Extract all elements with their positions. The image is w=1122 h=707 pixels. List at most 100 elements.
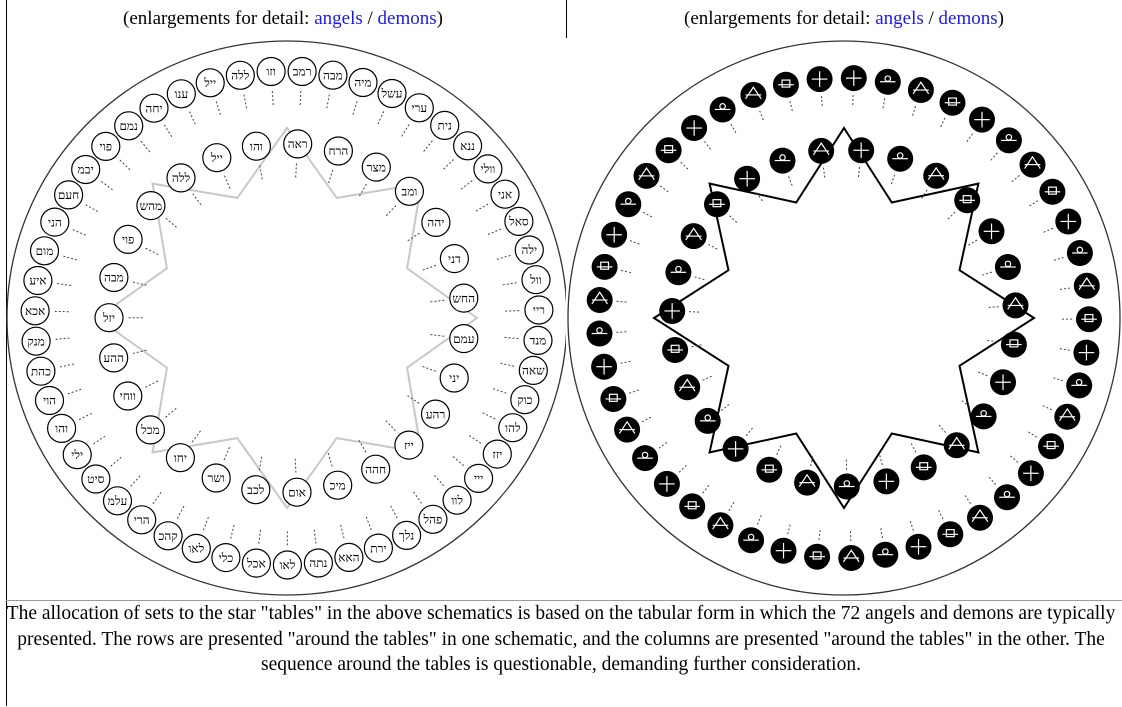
demon-seal[interactable] bbox=[723, 436, 749, 462]
demon-seal[interactable] bbox=[656, 137, 682, 163]
demon-seal[interactable] bbox=[848, 137, 874, 163]
demon-seal[interactable] bbox=[601, 222, 627, 248]
demon-seal[interactable] bbox=[990, 369, 1016, 395]
angel-outer-item[interactable]: פוי bbox=[92, 132, 120, 160]
angel-inner-item[interactable]: דני bbox=[440, 245, 468, 273]
demon-seal[interactable] bbox=[834, 474, 860, 500]
demon-seal[interactable] bbox=[600, 386, 626, 412]
demon-seal[interactable] bbox=[996, 127, 1022, 153]
angel-outer-item[interactable]: ירת bbox=[364, 534, 392, 562]
demon-seal[interactable] bbox=[808, 138, 834, 164]
angel-inner-item[interactable]: מצר bbox=[362, 153, 390, 181]
demon-seal[interactable] bbox=[615, 191, 641, 217]
demon-seal[interactable] bbox=[804, 544, 830, 570]
angel-inner-item[interactable]: פוי bbox=[114, 225, 142, 253]
angel-outer-item[interactable]: ריי bbox=[525, 296, 553, 324]
angel-outer-item[interactable]: פהל bbox=[419, 505, 447, 533]
demon-seal[interactable] bbox=[634, 163, 660, 189]
angel-outer-item[interactable]: לאו bbox=[182, 534, 210, 562]
demon-seal[interactable] bbox=[1066, 372, 1092, 398]
demon-seal[interactable] bbox=[773, 72, 799, 98]
angel-outer-item[interactable]: יזז bbox=[483, 440, 511, 468]
angel-outer-item[interactable]: הרי bbox=[128, 506, 156, 534]
angel-outer-item[interactable]: והו bbox=[48, 414, 76, 442]
demon-seal[interactable] bbox=[662, 337, 688, 363]
angel-inner-item[interactable]: יהה bbox=[422, 208, 450, 236]
angel-inner-item[interactable]: ללה bbox=[167, 164, 195, 192]
demon-seal[interactable] bbox=[1038, 433, 1064, 459]
demon-seal[interactable] bbox=[873, 468, 899, 494]
demon-seal[interactable] bbox=[587, 321, 613, 347]
demon-seal[interactable] bbox=[665, 259, 691, 285]
angel-outer-item[interactable]: ענו bbox=[167, 80, 195, 108]
angel-outer-item[interactable]: חעם bbox=[55, 181, 83, 209]
angel-outer-item[interactable]: מנק bbox=[22, 327, 50, 355]
demon-seal[interactable] bbox=[704, 191, 730, 217]
demon-seal[interactable] bbox=[695, 408, 721, 434]
angel-outer-item[interactable]: אכל bbox=[242, 549, 270, 577]
demon-seal[interactable] bbox=[994, 484, 1020, 510]
angel-outer-item[interactable]: רמב bbox=[288, 58, 316, 86]
angel-inner-item[interactable]: הרח bbox=[324, 137, 352, 165]
angel-inner-item[interactable]: רהע bbox=[422, 400, 450, 428]
demon-seal[interactable] bbox=[1076, 306, 1102, 332]
angel-outer-item[interactable]: מום bbox=[31, 237, 59, 265]
demon-seal[interactable] bbox=[911, 454, 937, 480]
demon-seal[interactable] bbox=[838, 545, 864, 571]
demon-seal[interactable] bbox=[807, 66, 833, 92]
demon-seal[interactable] bbox=[872, 542, 898, 568]
angel-inner-item[interactable]: חהה bbox=[362, 455, 390, 483]
demon-seal[interactable] bbox=[967, 505, 993, 531]
demon-seal[interactable] bbox=[654, 471, 680, 497]
angel-inner-item[interactable]: ווחי bbox=[114, 382, 142, 410]
demon-seal[interactable] bbox=[995, 254, 1021, 280]
demon-seal[interactable] bbox=[954, 187, 980, 213]
demon-seal[interactable] bbox=[1074, 273, 1100, 299]
angel-outer-item[interactable]: קהכ bbox=[154, 522, 182, 550]
demon-seal[interactable] bbox=[1067, 240, 1093, 266]
angel-outer-item[interactable]: יבמ bbox=[72, 156, 100, 184]
demon-seal[interactable] bbox=[679, 493, 705, 519]
demon-seal[interactable] bbox=[770, 148, 796, 174]
demon-seal[interactable] bbox=[632, 445, 658, 471]
demon-seal[interactable] bbox=[1018, 460, 1044, 486]
demon-seal[interactable] bbox=[740, 82, 766, 108]
angel-outer-item[interactable]: כהת bbox=[27, 357, 55, 385]
demon-seal[interactable] bbox=[906, 534, 932, 560]
angel-outer-item[interactable]: כוק bbox=[511, 386, 539, 414]
angel-inner-item[interactable]: והו bbox=[242, 132, 270, 160]
angel-outer-item[interactable]: הוי bbox=[36, 387, 64, 415]
angel-inner-item[interactable]: מהש bbox=[137, 192, 165, 220]
angel-outer-item[interactable]: נתה bbox=[304, 549, 332, 577]
angel-outer-item[interactable]: וול bbox=[522, 266, 550, 294]
angel-outer-item[interactable]: האא bbox=[335, 543, 363, 571]
demon-seal[interactable] bbox=[1054, 404, 1080, 430]
angel-inner-item[interactable]: ייז bbox=[395, 431, 423, 459]
angel-inner-item[interactable]: ההע bbox=[100, 344, 128, 372]
demon-seal[interactable] bbox=[1039, 179, 1065, 205]
angel-outer-item[interactable]: להו bbox=[499, 414, 527, 442]
demon-seal[interactable] bbox=[659, 298, 685, 324]
demon-seal[interactable] bbox=[1055, 209, 1081, 235]
angel-outer-item[interactable]: אכא bbox=[21, 297, 49, 325]
angel-inner-item[interactable]: יזל bbox=[95, 304, 123, 332]
angel-outer-item[interactable]: יחה bbox=[140, 94, 168, 122]
demon-seal[interactable] bbox=[614, 417, 640, 443]
demon-seal[interactable] bbox=[887, 146, 913, 172]
demon-seal[interactable] bbox=[937, 521, 963, 547]
angel-outer-item[interactable]: סאל bbox=[505, 207, 533, 235]
demons-link[interactable]: demons bbox=[939, 8, 998, 29]
demon-seal[interactable] bbox=[969, 107, 995, 133]
angel-outer-item[interactable]: מנד bbox=[524, 326, 552, 354]
demon-seal[interactable] bbox=[794, 470, 820, 496]
angel-outer-item[interactable]: ילי bbox=[63, 441, 91, 469]
demon-seal[interactable] bbox=[944, 432, 970, 458]
angel-inner-item[interactable]: עמם bbox=[450, 325, 478, 353]
angel-outer-item[interactable]: נמם bbox=[115, 112, 143, 140]
demon-seal[interactable] bbox=[841, 65, 867, 91]
angel-outer-item[interactable]: מיה bbox=[349, 69, 377, 97]
demon-seal[interactable] bbox=[971, 403, 997, 429]
angel-inner-item[interactable]: מיכ bbox=[324, 471, 352, 499]
angel-inner-item[interactable]: ייל bbox=[203, 144, 231, 172]
